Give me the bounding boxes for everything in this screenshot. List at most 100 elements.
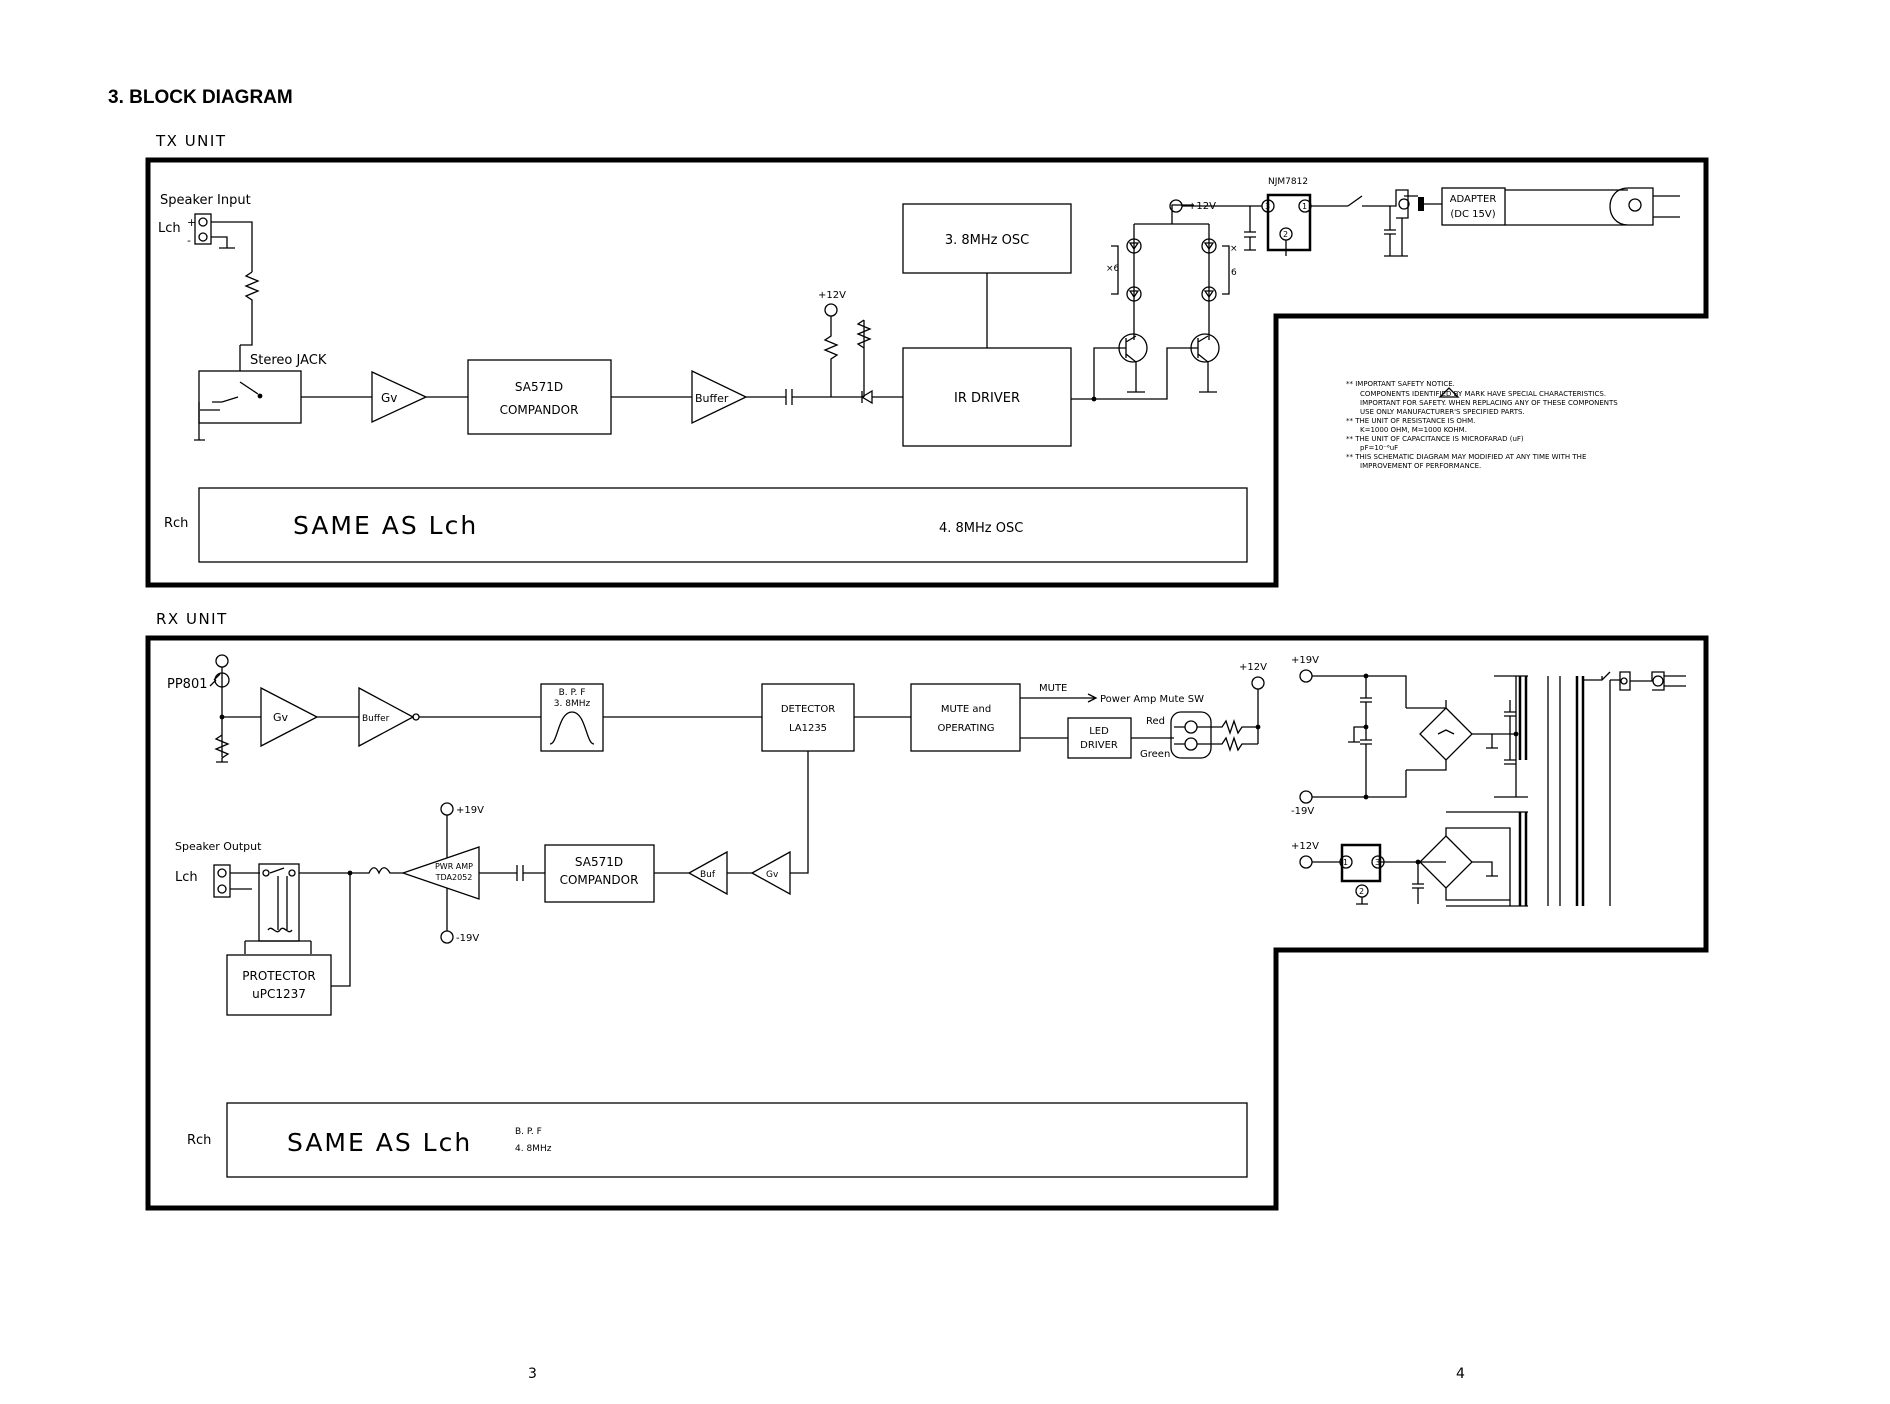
tx-speaker-input-label: Speaker Input — [160, 193, 251, 208]
rx-bpf-label: B. P. F — [559, 688, 586, 698]
page-number-left: 3 — [528, 1366, 537, 1382]
rx-rch-bpf-freq: 4. 8MHz — [515, 1144, 552, 1154]
tx-unit: TX UNIT Speaker Input Lch + - Stereo JAC… — [145, 132, 1709, 588]
tx-unit-title: TX UNIT — [155, 132, 227, 150]
rx-rch-same: SAME AS Lch — [287, 1128, 472, 1157]
rx-reg-pin2: 2 — [1359, 887, 1364, 896]
note-line: IMPROVEMENT OF PERFORMANCE. — [1360, 462, 1481, 470]
rx-rch-block — [226, 1102, 1248, 1178]
page-heading: 3. BLOCK DIAGRAM — [108, 87, 293, 108]
rx-relay-coil-wire — [244, 940, 312, 954]
rx-green-label: Green — [1140, 749, 1170, 760]
tx-speaker-terminal — [194, 213, 212, 245]
tx-stereo-jack-label: Stereo JACK — [250, 353, 327, 368]
rx-buffer-label: Buffer — [362, 714, 390, 724]
tx-reg-pin3: 3 — [1265, 202, 1270, 211]
tx-lch-label: Lch — [158, 221, 181, 236]
tx-unit-frame — [145, 157, 1709, 588]
rx-buffer-amp — [358, 686, 415, 748]
rx-output-coil — [299, 867, 403, 875]
rx-led-driver-block — [1067, 717, 1132, 759]
tx-buffer-label: Buffer — [695, 392, 729, 405]
note-line: ** THE UNIT OF CAPACITANCE IS MICROFARAD… — [1346, 435, 1524, 443]
note-line: USE ONLY MANUFACTURER'S SPECIFIED PARTS. — [1360, 408, 1525, 416]
rx-amp-19v-pos: +19V — [456, 805, 484, 816]
tx-rch-label: Rch — [164, 516, 188, 531]
rx-buf-amp — [687, 850, 728, 896]
rx-12v-node — [1251, 676, 1265, 690]
rx-rch-label: Rch — [187, 1133, 211, 1148]
warning-triangle-icon — [1438, 387, 1460, 398]
tx-regulator-label: NJM7812 — [1268, 177, 1308, 187]
rx-bpf-curve — [549, 711, 595, 745]
rx-protector-block — [226, 954, 332, 1016]
tx-input-resistor — [240, 271, 260, 346]
note-line: ** IMPORTANT SAFETY NOTICE. — [1346, 380, 1455, 388]
tx-ir-driver-label: IR DRIVER — [954, 391, 1020, 406]
note-line: IMPORTANT FOR SAFETY. WHEN REPLACING ANY… — [1360, 399, 1618, 407]
rx-unit: RX UNIT PP801 Gv Buffer B. P. F 3. 8MHz … — [145, 610, 1709, 1211]
note-line: pF=10⁻⁶uF — [1360, 444, 1398, 452]
rx-speaker-output-label: Speaker Output — [175, 840, 262, 853]
rx-compandor-chip: SA571D — [575, 855, 623, 869]
rx-speaker-terminal — [213, 864, 231, 898]
rx-driver-label: DRIVER — [1080, 740, 1118, 751]
tx-compandor-block — [467, 359, 612, 435]
page-number-right: 4 — [1456, 1366, 1465, 1382]
rx-mute-arrow — [1020, 693, 1098, 703]
rx-compandor-label: COMPANDOR — [560, 873, 639, 887]
rx-relay-contacts — [267, 867, 293, 933]
tx-adapter-plug — [1505, 187, 1680, 226]
tx-rch-block — [198, 487, 1248, 563]
tx-12v-label: +12V — [818, 290, 846, 301]
rx-gv-amp — [260, 686, 319, 748]
tx-gv-amp — [371, 370, 428, 424]
rx-unit-frame — [145, 635, 1709, 1211]
tx-plus-label: + — [187, 216, 196, 229]
tx-reg-pin2: 2 — [1283, 230, 1288, 239]
rx-operating: OPERATING — [937, 723, 994, 734]
tx-diode — [860, 389, 903, 405]
rx-gv2-label: Gv — [766, 870, 779, 880]
rx-detector-label: DETECTOR — [781, 704, 835, 715]
tx-adapter-label: ADAPTER — [1450, 194, 1497, 205]
rx-led-resistors — [1174, 689, 1259, 753]
rx-ps-19v-neg: -19V — [1291, 806, 1314, 817]
tx-ir-driver-block — [902, 347, 1072, 447]
rx-protector-feedback — [331, 873, 351, 987]
rx-12v-label: +12V — [1239, 662, 1267, 673]
rx-mute-block — [910, 683, 1021, 752]
tx-buffer-amp — [691, 369, 748, 425]
rx-rch-bpf: B. P. F — [515, 1127, 542, 1137]
tx-rch-same: SAME AS Lch — [293, 511, 478, 540]
rx-detector-out-wire — [790, 751, 809, 874]
note-line: COMPONENTS IDENTIFIED BY MARK HAVE SPECI… — [1360, 390, 1606, 398]
rx-power-amp-mute: Power Amp Mute SW — [1100, 694, 1204, 705]
rx-bicolor-led — [1170, 711, 1212, 759]
rx-protector-chip: uPC1237 — [252, 987, 306, 1001]
tx-jack-switch — [194, 345, 259, 441]
rx-coupling-cap — [479, 865, 545, 881]
rx-ps-19v-pos: +19V — [1291, 655, 1319, 666]
tx-minus-label: - — [187, 234, 191, 247]
rx-unit-title: RX UNIT — [156, 610, 228, 628]
tx-x-mark: × — [1230, 244, 1238, 254]
tx-power-switch — [1347, 189, 1409, 257]
tx-input-wire — [211, 221, 253, 272]
tx-coupling-cap — [746, 319, 872, 405]
rx-mute-and: MUTE and — [941, 704, 991, 715]
tx-pullup — [823, 316, 839, 397]
rx-led-label: LED — [1089, 726, 1109, 737]
tx-osc-label: 3. 8MHz OSC — [945, 233, 1029, 248]
note-line: ** THIS SCHEMATIC DIAGRAM MAY MODIFIED A… — [1346, 453, 1586, 461]
rx-power-supply — [1299, 669, 1686, 907]
rx-protector-label: PROTECTOR — [242, 969, 315, 983]
rx-buf-label: Buf — [700, 870, 716, 880]
rx-pp801-label: PP801 — [167, 677, 208, 692]
tx-compandor-chip: SA571D — [515, 380, 563, 394]
tx-x6-label: ×6 — [1106, 264, 1120, 274]
tx-12v-node — [824, 303, 838, 317]
rx-photodiode-icon — [215, 654, 229, 668]
rx-photodiode-wire — [209, 667, 230, 763]
